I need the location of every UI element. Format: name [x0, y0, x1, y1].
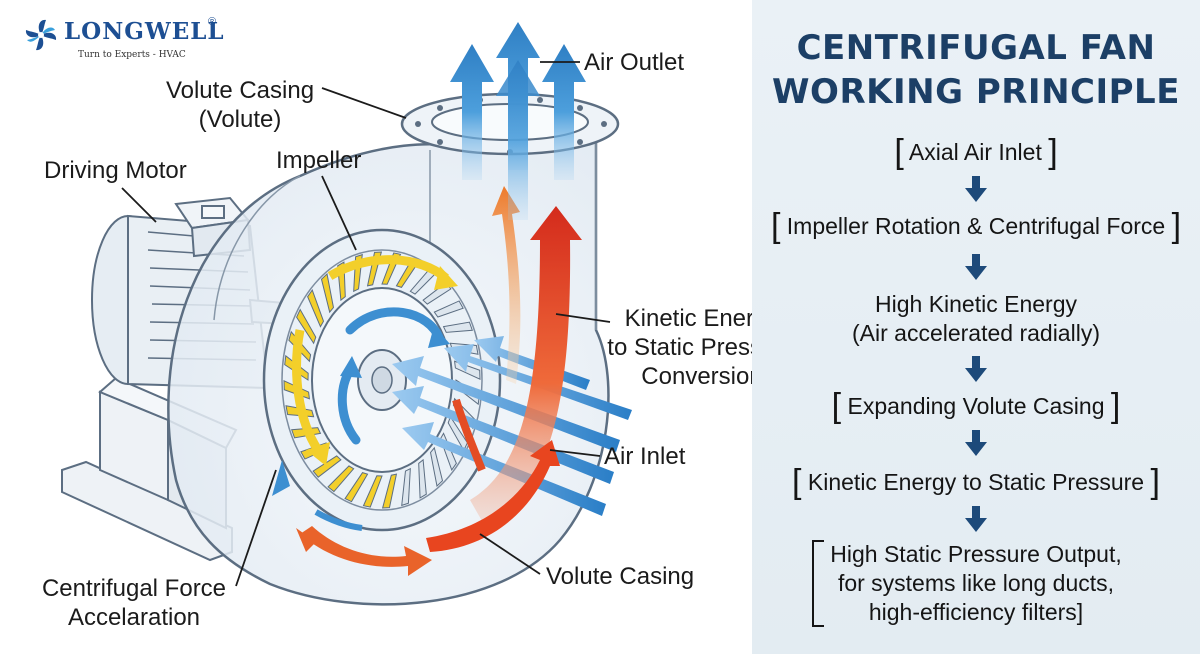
step-text: Impeller Rotation & Centrifugal Force	[786, 213, 1166, 239]
bracket-close: ]	[1171, 207, 1182, 245]
label-line: Conversion	[641, 363, 763, 390]
impeller-blade	[327, 465, 355, 493]
bracket-open: [	[792, 463, 802, 501]
impeller-blade	[362, 475, 383, 508]
label-driving-motor: Driving Motor	[44, 157, 187, 184]
label-volute-casing-top: Volute Casing (Volute)	[150, 76, 330, 134]
impeller-blade	[381, 473, 398, 509]
panel-title-line: CENTRIFUGAL FAN	[796, 28, 1156, 68]
pressure-flow-arrows	[272, 186, 582, 576]
step-high-static-output: High Static Pressure Output, for systems…	[752, 540, 1200, 627]
label-air-inlet: Air Inlet	[604, 443, 686, 470]
bracket-close: ]	[1048, 133, 1058, 171]
brand-tagline: Turn to Experts - HVAC	[78, 50, 186, 60]
fan-logo-icon	[25, 19, 57, 51]
step-text: high-efficiency filters]	[868, 599, 1084, 625]
air-outlet-arrows	[450, 22, 586, 220]
impeller-blade	[430, 446, 444, 487]
impeller-blade	[312, 455, 342, 478]
label-volute-casing-bottom: Volute Casing	[546, 563, 695, 590]
label-line: (Volute)	[198, 106, 282, 133]
panel-title-line: WORKING PRINCIPLE	[772, 72, 1180, 112]
bracket-open: [	[894, 133, 904, 171]
step-text: High Kinetic Energy	[875, 291, 1077, 317]
brand-name: LONGWELL	[64, 18, 225, 45]
impeller-blade	[401, 467, 411, 507]
impeller-blade	[344, 472, 369, 503]
label-line: Accelaration	[67, 604, 201, 631]
bracket-open: [	[770, 207, 781, 245]
step-axial-air-inlet: [ Axial Air Inlet ]	[752, 135, 1200, 169]
step-text: for systems like long ducts,	[837, 570, 1115, 596]
step-expanding-volute: [ Expanding Volute Casing ]	[752, 389, 1200, 423]
step-text: High Static Pressure Output,	[830, 541, 1122, 567]
bracket-close-tall	[1128, 540, 1140, 627]
label-air-outlet: Air Outlet	[584, 49, 685, 76]
bracket-close: ]	[1150, 463, 1160, 501]
working-principle-panel: CENTRIFUGAL FAN WORKING PRINCIPLE [ Axia…	[752, 0, 1200, 654]
step-text: Axial Air Inlet	[908, 139, 1042, 165]
bracket-open: [	[831, 387, 842, 425]
label-centrifugal-force: Centrifugal Force Accelaration	[24, 574, 244, 632]
impeller-blade	[307, 288, 325, 328]
step-impeller-rotation: [ Impeller Rotation & Centrifugal Force …	[752, 209, 1200, 243]
label-impeller: Impeller	[276, 147, 362, 174]
impeller-blade	[418, 458, 427, 499]
step-text: Expanding Volute Casing	[847, 393, 1105, 419]
down-arrow-icon	[965, 176, 987, 202]
step-text-block: High Static Pressure Output, for systems…	[830, 540, 1121, 627]
leader-lines	[121, 61, 611, 587]
step-text: (Air accelerated radially)	[852, 320, 1100, 346]
impeller-blade	[433, 300, 464, 318]
impeller-blade	[296, 308, 317, 345]
impeller-blade	[442, 321, 473, 333]
registered-mark: ®	[208, 16, 217, 28]
bracket-close: ]	[1110, 387, 1121, 425]
step-text: Kinetic Energy to Static Pressure	[807, 469, 1145, 495]
down-arrow-icon	[965, 430, 987, 456]
down-arrow-icon	[965, 356, 987, 382]
down-arrow-icon	[965, 506, 987, 532]
down-arrow-icon	[965, 254, 987, 280]
bracket-open-tall	[812, 540, 825, 627]
label-line: Centrifugal Force	[41, 575, 227, 602]
brand-logo[interactable]: LONGWELL ® Turn to Experts - HVAC	[22, 16, 225, 64]
air-inlet-arrows	[392, 336, 632, 516]
panel-title: CENTRIFUGAL FAN WORKING PRINCIPLE	[752, 26, 1200, 114]
centrifugal-fan-illustration	[61, 22, 632, 606]
step-high-kinetic-energy: High Kinetic Energy (Air accelerated rad…	[752, 290, 1200, 348]
label-line: Volute Casing	[165, 77, 315, 104]
impeller-blade	[320, 273, 334, 314]
step-kinetic-to-static: [ Kinetic Energy to Static Pressure ]	[752, 465, 1200, 499]
impeller	[262, 228, 502, 532]
